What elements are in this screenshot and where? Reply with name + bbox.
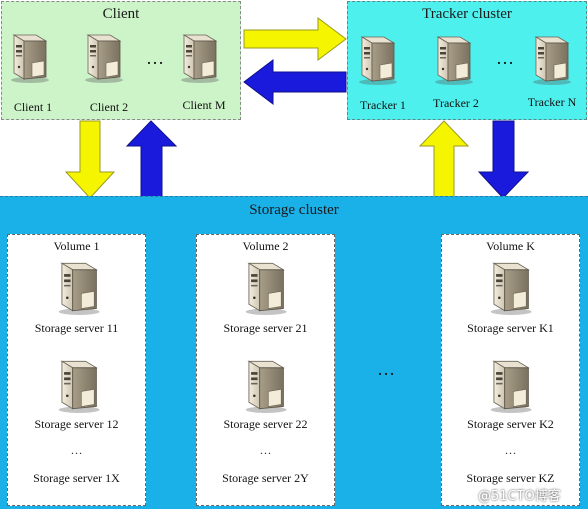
arrow-client-to-tracker [243,17,347,61]
tracker-1-server-icon [354,32,398,86]
storage-title: Storage cluster [249,202,339,218]
volume-k-title: Volume K [486,239,535,253]
storage-server-21-label: Storage server 21 [223,321,308,335]
client-group: Client … Client 1 Client 2 Client M [1,1,241,120]
watermark: @51CTO博客 [478,489,561,504]
storage-server-11-label: Storage server 11 [34,321,119,335]
tracker-2-label: Tracker 2 [433,96,479,110]
storage-server-k1-icon [485,259,533,315]
tracker-2-server-icon [430,32,474,86]
volume-2-ellipsis: … [259,443,272,457]
tracker-n-label: Tracker N [527,95,577,109]
arrow-tracker-to-storage [477,120,530,199]
volume-k-box: Volume K Storage server K1 Storage serve… [441,234,580,506]
tracker-title: Tracker cluster [422,6,512,22]
volume-1-title: Volume 1 [53,239,100,253]
volume-2-title: Volume 2 [242,239,289,253]
client-2-server-icon [80,30,124,84]
storage-volumes-ellipsis: … [377,359,397,379]
arrow-tracker-to-client [243,58,347,106]
storage-server-11-icon [53,259,101,315]
storage-server-k2-icon [485,357,533,413]
arrow-client-to-storage [64,120,116,199]
volume-k-ellipsis: … [504,443,517,457]
volume-1-box: Volume 1 Storage server 11 Storage serve… [7,234,146,506]
tracker-1-label: Tracker 1 [360,98,406,112]
client-m-label: Client M [182,98,226,112]
storage-server-k2-label: Storage server K2 [467,417,554,431]
tracker-ellipsis: … [496,48,516,68]
tracker-group: Tracker cluster … Tracker 1 Tracker 2 Tr… [347,1,587,120]
storage-server-21-icon [240,259,288,315]
storage-server-k1-label: Storage server K1 [467,321,554,335]
client-title: Client [102,6,140,22]
storage-server-22-icon [240,357,288,413]
client-ellipsis: … [146,48,166,68]
storage-server-22-label: Storage server 22 [223,417,308,431]
client-1-label: Client 1 [13,100,53,114]
storage-server-12-icon [53,357,101,413]
arrow-storage-to-tracker [418,120,470,199]
volume-1-ellipsis: … [70,443,83,457]
storage-server-kz-label: Storage server KZ [466,471,555,485]
client-m-server-icon [176,30,220,84]
volume-2-box: Volume 2 Storage server 21 Storage serve… [196,234,335,506]
storage-server-12-label: Storage server 12 [34,417,119,431]
storage-server-1x-label: Storage server 1X [33,471,120,485]
tracker-n-server-icon [528,32,572,86]
client-1-server-icon [6,30,50,84]
arrow-storage-to-client [125,120,178,199]
storage-cluster-group: Storage cluster Volume 1 Storage server … [0,196,588,509]
client-2-label: Client 2 [89,100,129,114]
storage-server-2y-label: Storage server 2Y [222,471,309,485]
